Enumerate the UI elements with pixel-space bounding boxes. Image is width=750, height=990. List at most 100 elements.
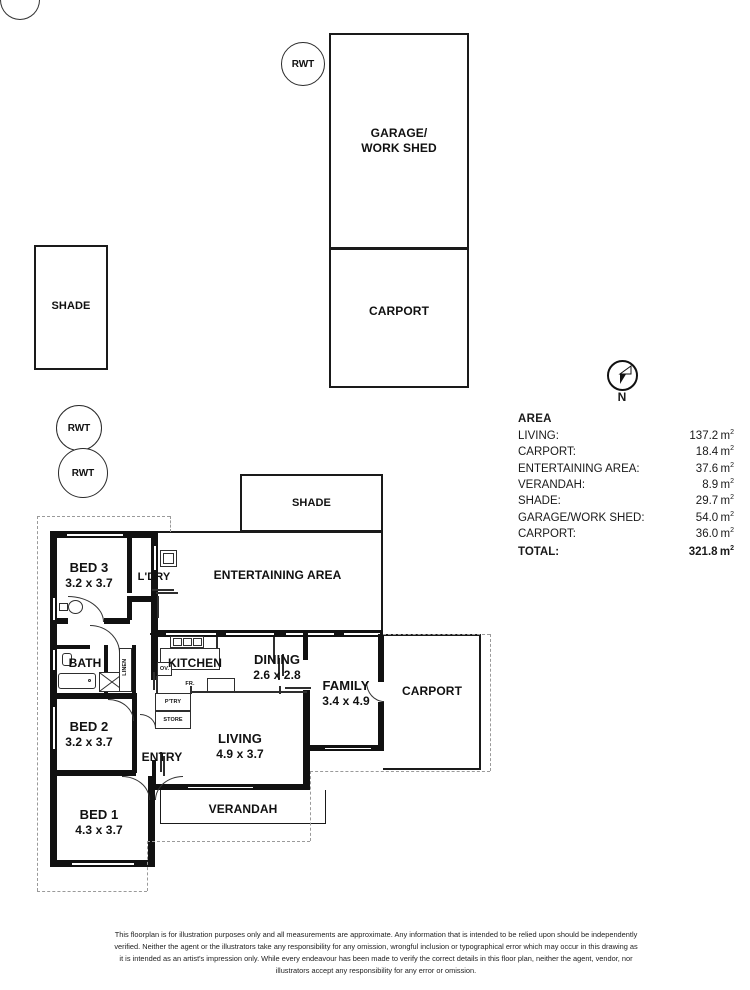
kitchen-slider-icon-2 <box>156 676 158 694</box>
bathtub-icon <box>58 673 96 689</box>
store-door-swing-icon <box>140 714 156 728</box>
area-row-value: 29.7 m2 <box>695 494 734 508</box>
room-label-bed1: BED 1 4.3 x 3.7 <box>58 807 140 838</box>
compass-ring <box>606 360 638 391</box>
room-dimensions-bed2: 3.2 x 3.7 <box>65 735 113 750</box>
boundary-verandah-east <box>310 771 311 841</box>
carport-main-label: CARPORT <box>401 684 463 698</box>
room-label-living: LIVING 4.9 x 3.7 <box>197 731 283 762</box>
window-dining-north <box>226 631 274 636</box>
room-name-bed1: BED 1 <box>79 807 119 822</box>
shade-mid-label: SHADE <box>291 497 331 509</box>
living-slider-icon-2 <box>281 691 307 693</box>
oven-icon <box>157 662 172 676</box>
compass-north-label: N <box>617 390 627 404</box>
rwt-tank-3-label: RWT <box>71 467 95 479</box>
boundary-bed1-east <box>147 841 148 891</box>
area-total-label: TOTAL: <box>518 546 560 559</box>
area-total-value: 321.8 m2 <box>688 545 734 559</box>
wall-bed2-east <box>132 693 137 773</box>
linen-label: LINEN <box>121 658 128 676</box>
fridge-label: FR. <box>185 681 195 687</box>
room-name-kitchen: KITCHEN <box>167 656 223 670</box>
area-row-label: ENTERTAINING AREA: <box>518 462 640 475</box>
window-bed3-north <box>67 532 123 537</box>
bath-door-swing-icon <box>90 625 120 653</box>
area-schedule: AREA LIVING: 137.2 m2 CARPORT: 18.4 m2 E… <box>518 413 734 561</box>
room-name-ldry: L'DRY <box>137 571 171 583</box>
boundary-carport-north <box>383 634 490 635</box>
verandah-outline <box>160 790 326 824</box>
room-name-entry: ENTRY <box>141 750 183 764</box>
oven-label: OV. <box>159 666 170 672</box>
room-label-ldry: L'DRY <box>132 571 176 584</box>
area-row-value: 137.2 m2 <box>689 429 734 442</box>
compass-rose: N <box>604 360 640 404</box>
garage-work-shed-label-line1: GARAGE/ <box>370 126 428 140</box>
room-name-bed2: BED 2 <box>69 719 109 734</box>
bed2-door-swing-icon <box>108 699 134 721</box>
linen-cupboard-icon <box>119 648 132 692</box>
wall-bath-top <box>50 645 90 649</box>
laundry-slider-icon <box>152 589 174 591</box>
area-row: ENTERTAINING AREA: 37.6 m2 <box>518 461 734 477</box>
ldry-door-swing-icon <box>0 0 40 20</box>
store-cupboard-icon <box>155 711 191 729</box>
boundary-verandah-south <box>147 841 310 842</box>
room-dimensions-bed1: 4.3 x 3.7 <box>75 823 123 838</box>
room-label-dining: DINING 2.6 x 2.8 <box>246 652 308 683</box>
room-dimensions-bed3: 3.2 x 3.7 <box>65 576 113 591</box>
entry-door-swing-icon <box>155 776 183 800</box>
area-row: SHADE: 29.7 m2 <box>518 493 734 509</box>
room-label-bath: BATH <box>62 656 108 670</box>
window-bed1-south <box>72 861 134 866</box>
wall-kitchen-west <box>151 630 158 680</box>
rwt-tank-1: RWT <box>281 42 325 86</box>
entertaining-area-outline <box>150 531 383 635</box>
boundary-west <box>37 516 38 891</box>
shade-mid-outline <box>240 474 383 532</box>
wall-bed3-bottom-2 <box>104 618 130 624</box>
living-north-stub-3 <box>279 686 281 694</box>
rwt-tank-3: RWT <box>58 448 108 498</box>
area-row-value: 54.0 m2 <box>695 510 734 524</box>
basin-icon <box>62 653 72 666</box>
area-row: LIVING: 137.2 m2 <box>518 428 734 444</box>
boundary-bed3-east-stub <box>170 516 171 532</box>
room-label-kitchen: KITCHEN <box>166 656 224 670</box>
area-schedule-title: AREA <box>518 413 552 425</box>
boundary-carport-east <box>490 634 491 771</box>
wall-kitchen-stub-2 <box>273 637 275 663</box>
cooktop-burner-mid-icon <box>183 638 192 646</box>
verandah-label: VERANDAH <box>208 802 278 816</box>
rwt-tank-2-label: RWT <box>67 422 91 434</box>
kitchen-slider-icon <box>153 672 155 690</box>
area-row-value: 36.0 m2 <box>695 527 734 540</box>
window-kitchen-north <box>166 631 216 636</box>
kitchen-bench-icon <box>160 648 220 670</box>
wall-bed1-east <box>148 776 155 867</box>
window-living-south <box>188 785 253 789</box>
room-dimensions-family: 3.4 x 4.9 <box>322 694 370 709</box>
wall-family-east-lower <box>378 702 384 751</box>
rwt-tank-1-label: RWT <box>291 58 315 70</box>
carport-top-label: CARPORT <box>368 304 430 318</box>
room-name-bath: BATH <box>68 656 102 670</box>
ldry-door-leaf-icon <box>157 596 159 618</box>
store-label: STORE <box>163 717 183 723</box>
room-name-bed3: BED 3 <box>69 560 109 575</box>
area-row-total: TOTAL: 321.8 m2 <box>518 544 734 560</box>
wall-dining-family-partition <box>303 630 308 660</box>
pantry-cupboard-icon <box>155 693 191 711</box>
wall-living-east <box>303 690 310 788</box>
window-family-north <box>286 631 334 636</box>
rwt-tank-2: RWT <box>56 405 102 451</box>
wall-ldry-east <box>151 531 158 637</box>
carport-main-outline <box>383 634 481 770</box>
cooktop-burner-right-icon <box>193 638 202 646</box>
wall-bed3-ldry-partition-low <box>127 600 132 620</box>
window-bath-west-2 <box>51 650 56 670</box>
wall-ldry-bottom <box>127 596 157 602</box>
window-bed2-west <box>51 707 56 749</box>
